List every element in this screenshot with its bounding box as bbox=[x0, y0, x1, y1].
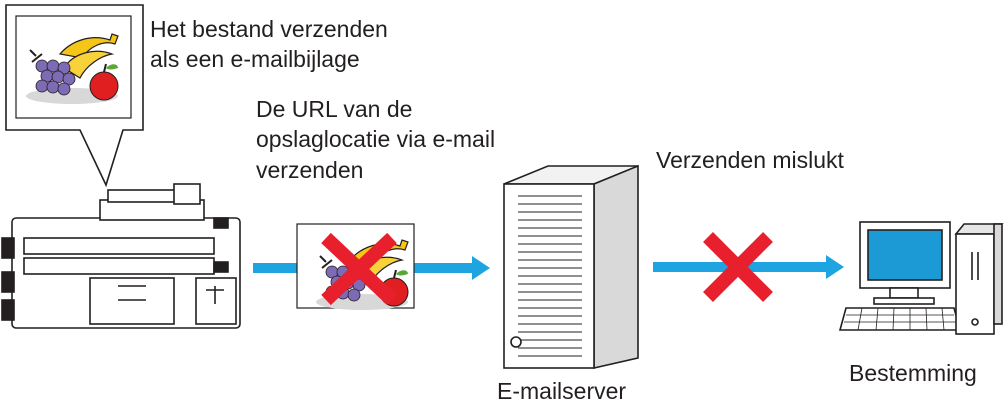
send-failed-label: Verzenden mislukt bbox=[656, 147, 844, 173]
destination-label: Bestemming bbox=[849, 360, 977, 386]
attachment-label-line-2: als een e-mailbijlage bbox=[150, 46, 360, 72]
printer-icon bbox=[1, 183, 241, 329]
email-server-label: E-mailserver bbox=[497, 378, 627, 404]
attachment-speech-bubble bbox=[5, 4, 144, 188]
url-label-line-2: opslaglocatie via e-mail bbox=[256, 126, 496, 152]
destination-computer-icon bbox=[838, 221, 1004, 335]
url-label-line-1: De URL van de bbox=[256, 96, 413, 122]
url-label-line-3: verzenden bbox=[256, 157, 364, 183]
send-failed-x-icon bbox=[703, 232, 773, 302]
attachment-blocked-x-icon bbox=[321, 232, 397, 306]
email-server-icon bbox=[503, 164, 639, 370]
attachment-label-line-1: Het bestand verzenden bbox=[150, 16, 388, 42]
